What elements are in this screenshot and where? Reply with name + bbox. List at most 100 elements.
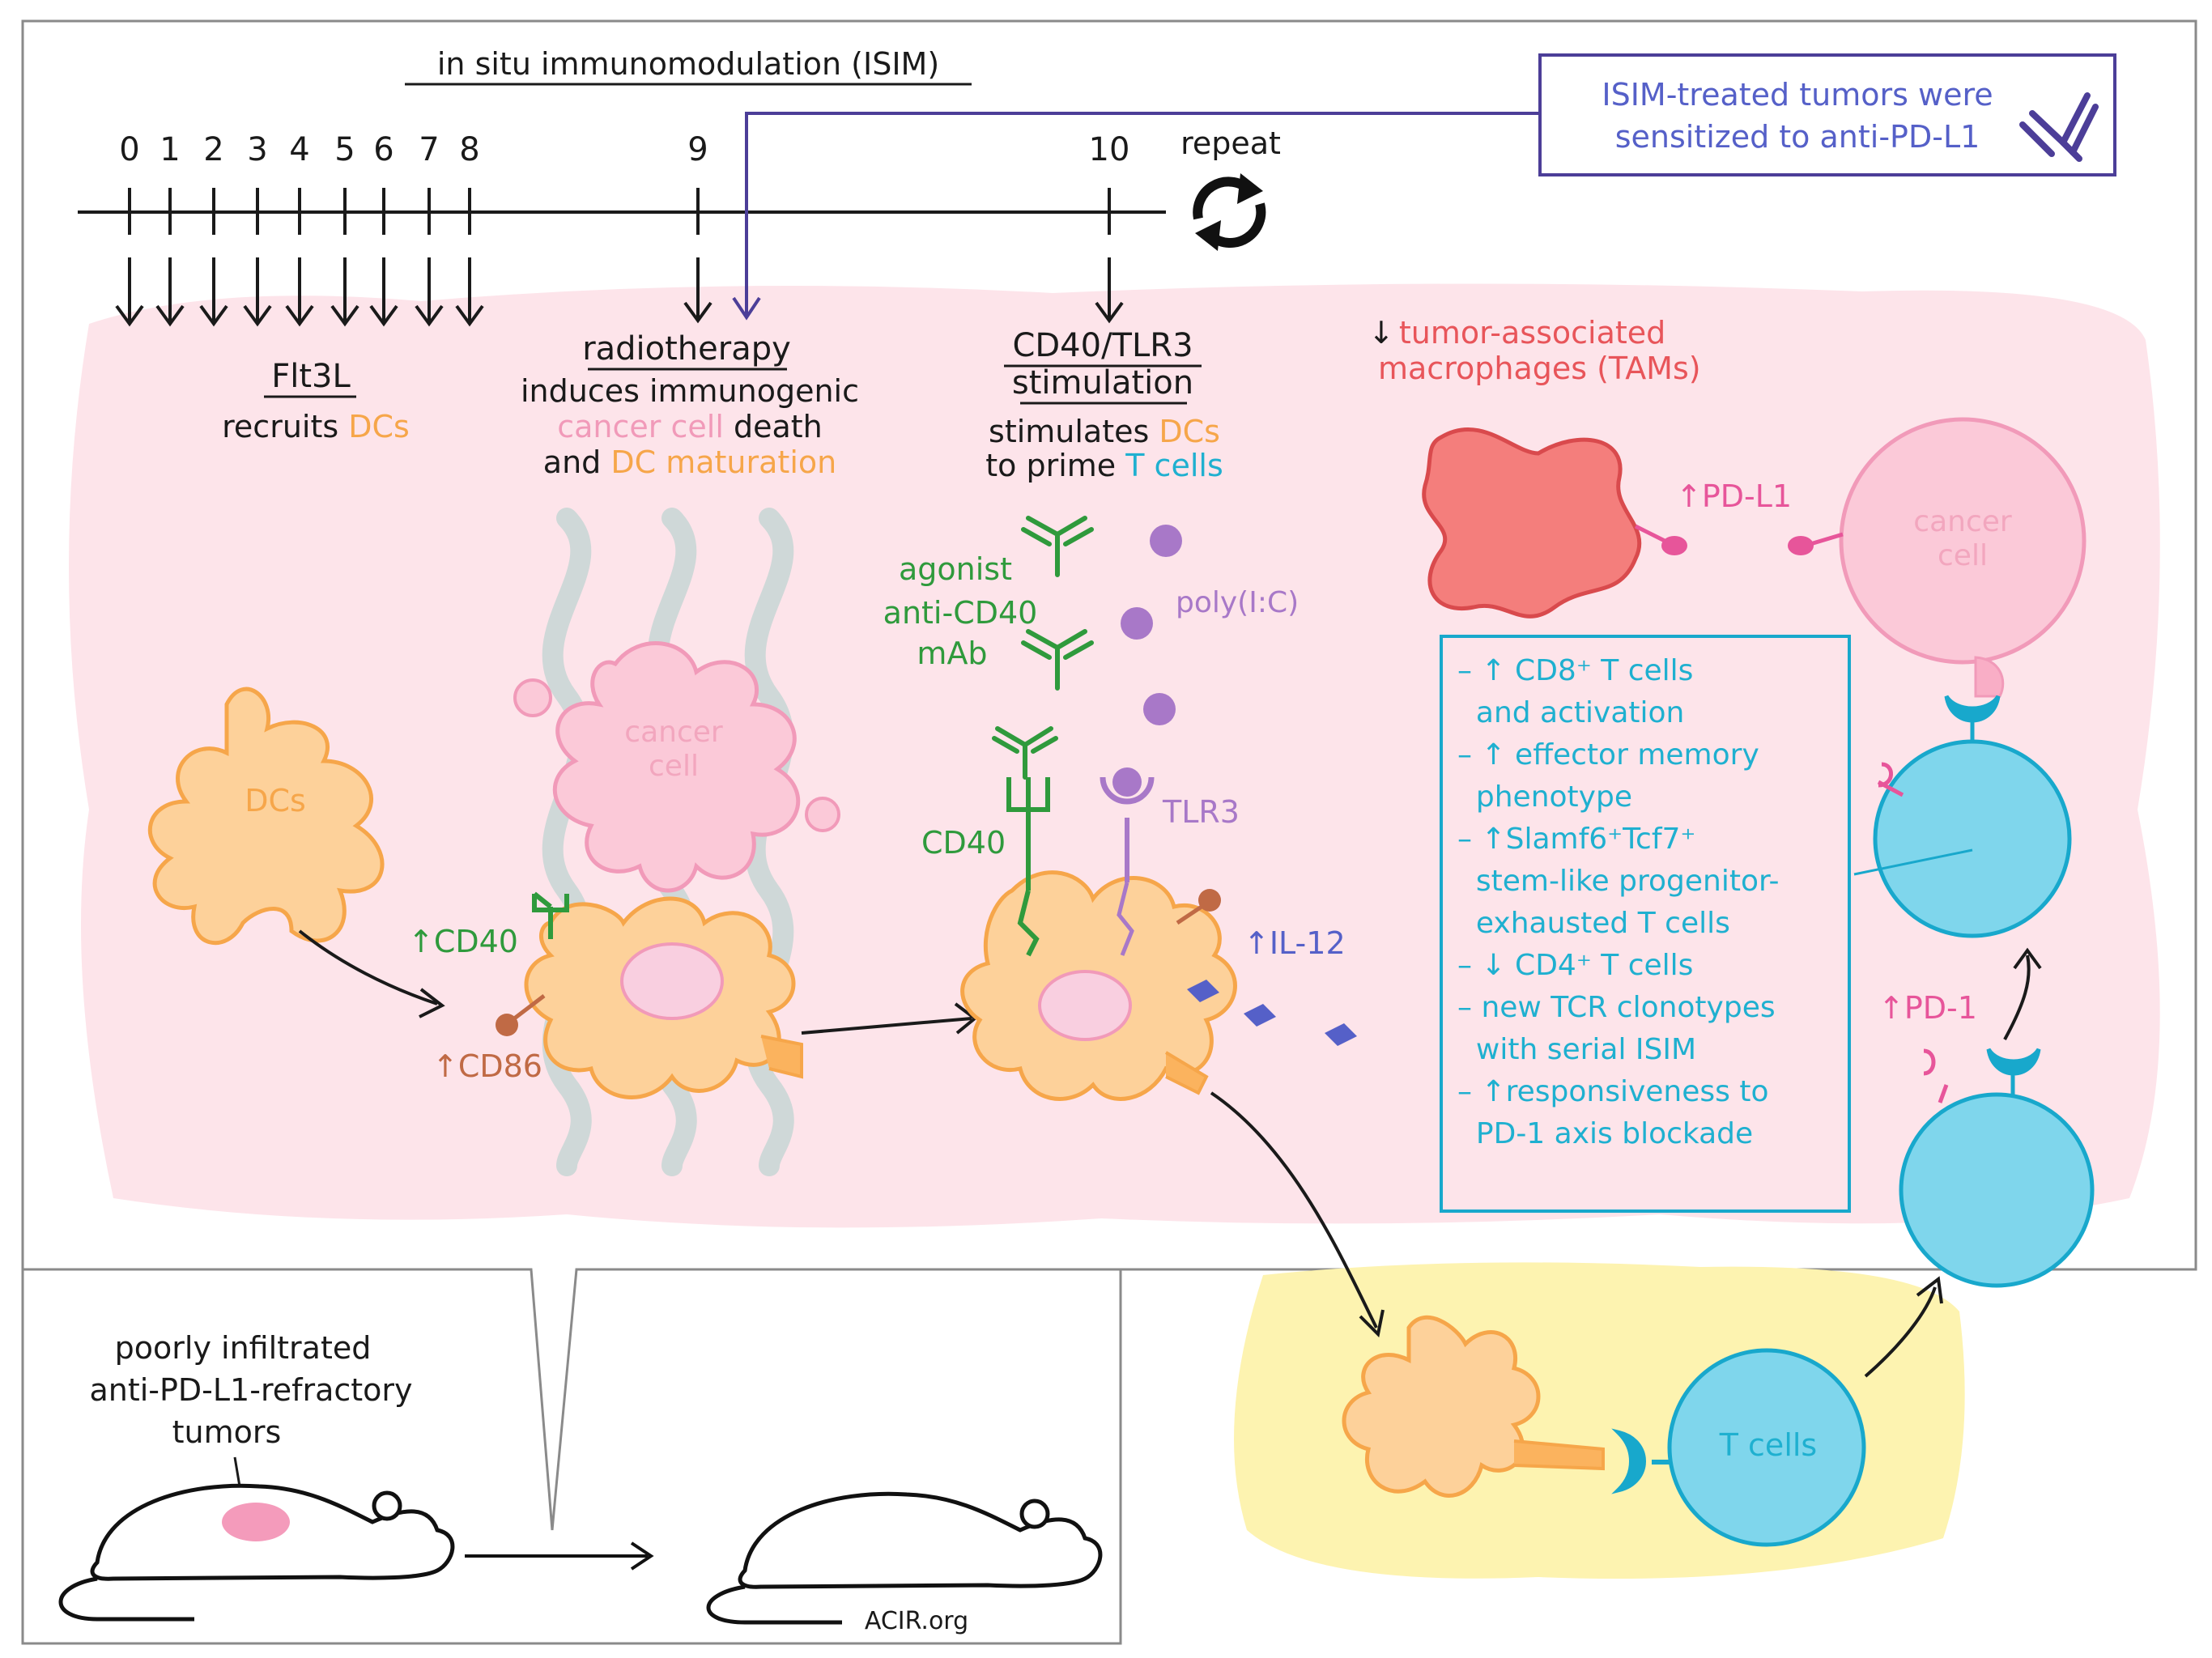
lymph-node-dc-cell (1342, 1315, 1541, 1498)
timeline-day-1: 1 (160, 131, 180, 168)
polyic-label: poly(I:C) (1176, 586, 1299, 619)
cd86-marker-icon (1198, 889, 1221, 912)
cd40-tlr3-line-1: stimulates DCs (989, 414, 1220, 449)
results-connector-line (1853, 848, 1973, 876)
isim-connector-arrowhead (732, 296, 761, 321)
callout-line-2: sensitized to anti-PD-L1 (1615, 119, 1980, 155)
timeline-day-8: 8 (459, 131, 479, 168)
flt3l-dose-arrowhead (330, 304, 359, 327)
pd1-receptor-icon (1923, 1048, 1949, 1103)
tlr3-label: TLR3 (1162, 794, 1240, 830)
mouse-panel-divider (23, 1268, 1121, 1531)
results-box (1440, 635, 1851, 1213)
radiotherapy-line-2: cancer cell death (557, 409, 822, 444)
cd40-tlr3-title: CD40/TLR3 (1012, 327, 1193, 364)
tcr-receptor-icon (1944, 695, 2001, 742)
t-cell-migration-arrowhead (1916, 1276, 1943, 1304)
tcr-receptor-icon (1986, 1048, 2041, 1095)
pd1-receptor-icon (1877, 762, 1904, 797)
polyic-particle (1150, 525, 1182, 557)
cd86-stalk (508, 994, 546, 1023)
apoptotic-body (513, 678, 552, 717)
results-list: – ↑ CD8⁺ T cells and activation– ↑ effec… (1457, 654, 1779, 1150)
flt3l-dose-arrowhead (243, 304, 272, 327)
timeline-day-7: 7 (419, 131, 439, 168)
cd40-up-label: ↑CD40 (408, 924, 518, 959)
agonist-label-3: mAb (917, 636, 987, 671)
repeat-label: repeat (1180, 125, 1281, 161)
cancer-cell-label: cell (1938, 539, 1988, 572)
immature-dc-cell (147, 687, 385, 946)
anti-cd40-antibody-icon (992, 516, 1094, 780)
flt3l-dose-arrowhead (455, 304, 484, 327)
isim-title: in situ immunomodulation (ISIM) (437, 46, 939, 82)
dc-tail (1164, 1051, 1209, 1095)
cancer-cell-label: cell (649, 750, 699, 783)
repeat-icon (1193, 173, 1266, 251)
day-9-arrowhead (683, 301, 713, 324)
pdl1-stalk (1810, 532, 1844, 546)
tam-cell (1422, 427, 1642, 619)
timeline-day-3: 3 (247, 131, 267, 168)
stimulation-title: stimulation (1012, 364, 1193, 402)
cd40-receptor-bound-icon (1006, 777, 1050, 957)
pdl1-stalk (1634, 524, 1670, 545)
day-10-arrowhead (1095, 301, 1124, 324)
dc-to-lymph-node-arrowhead (1359, 1309, 1385, 1338)
il12-cytokine-icons (1187, 980, 1357, 1046)
callout-line-1: ISIM-treated tumors were (1602, 77, 1993, 113)
dc-to-lymph-node-arrow (1210, 1091, 1378, 1329)
mouse-label-line-2: anti-PD-L1-refractory (89, 1372, 412, 1408)
agonist-label-1: agonist (899, 551, 1012, 587)
t-cell-expansion-arrowhead-top (2013, 947, 2042, 970)
flt3l-dose-arrowhead (415, 304, 444, 327)
il12-up-label: ↑IL-12 (1244, 925, 1346, 961)
tams-label-line-1: ↓tumor-associated (1368, 315, 1665, 351)
timeline-day-4: 4 (289, 131, 309, 168)
isim-sensitized-callout (1538, 53, 2116, 176)
t-cell-lymph-node (1667, 1348, 1866, 1547)
radiotherapy-line-3: and DC maturation (543, 444, 836, 480)
results-item: – ↑Slamf6⁺Tcf7⁺ (1457, 823, 1695, 856)
polyic-particle (1121, 607, 1153, 640)
antibody-icon (2019, 92, 2099, 162)
apoptotic-body (805, 797, 840, 832)
results-item: – ↓ CD4⁺ T cells (1457, 949, 1693, 982)
pdl1-marker-icon (1661, 536, 1687, 555)
mhc-contact (1974, 656, 2005, 698)
cancer-cell-right (1839, 417, 2087, 665)
cd86-marker-icon (496, 1014, 518, 1036)
dc-tail (1513, 1439, 1605, 1471)
flt3l-dose-arrowhead (115, 304, 144, 327)
pd1-up-label: ↑PD-1 (1878, 990, 1977, 1026)
results-item: – ↑ CD8⁺ T cells (1457, 654, 1693, 687)
t-cell-migration-arrow (1864, 1286, 1937, 1378)
t-cells-label: T cells (1719, 1427, 1817, 1463)
dc-to-stimulated-arrow (801, 1017, 972, 1035)
flt3l-dose-arrowhead (199, 304, 228, 327)
timeline-day-2: 2 (203, 131, 223, 168)
flt3l-desc: recruits DCs (222, 409, 410, 444)
cd40-tlr3-line-2: to prime T cells (985, 448, 1223, 483)
cd40-label: CD40 (921, 825, 1006, 861)
tams-label-line-2: macrophages (TAMs) (1378, 351, 1701, 386)
mouse-panel-arrowhead (630, 1541, 654, 1571)
mouse-label-line-1: poorly infiltrated (115, 1330, 372, 1366)
dc-tail (760, 1035, 803, 1079)
dc-nucleus (1038, 970, 1132, 1041)
flt3l-title: Flt3L (271, 358, 351, 395)
cd86-up-label: ↑CD86 (432, 1048, 542, 1084)
results-item: PD-1 axis blockade (1457, 1117, 1753, 1150)
t-cell-expansion-arrow-top (2003, 954, 2031, 1040)
timeline-day-10: 10 (1089, 131, 1130, 168)
flt3l-dose-arrowhead (285, 304, 314, 327)
dying-cancer-cell (552, 641, 801, 893)
tlr3-receptor-icon (1100, 767, 1155, 956)
t-cell-tumor-top (1873, 739, 2072, 938)
isim-connector-line (745, 112, 1540, 316)
timeline-day-6: 6 (373, 131, 393, 168)
flt3l-dose-arrowhead (155, 304, 185, 327)
results-item: exhausted T cells (1457, 907, 1730, 940)
